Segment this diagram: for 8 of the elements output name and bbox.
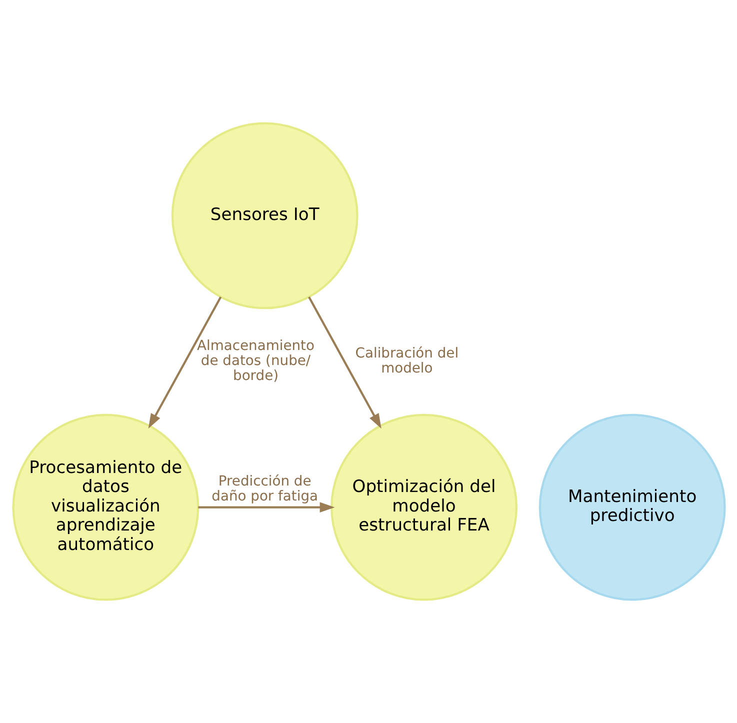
edge-label: Predicción de daño por fatiga <box>211 473 318 504</box>
arrow <box>148 296 222 429</box>
edge-label: Almacenamiento de datos (nube/ borde) <box>196 338 314 384</box>
arrow <box>308 296 381 429</box>
edge-label: Calibración del modelo <box>354 346 458 377</box>
node-circle: Sensores IoT <box>170 122 358 310</box>
node-circle: Mantenimiento predictivo <box>538 414 726 601</box>
arrow <box>198 502 334 513</box>
